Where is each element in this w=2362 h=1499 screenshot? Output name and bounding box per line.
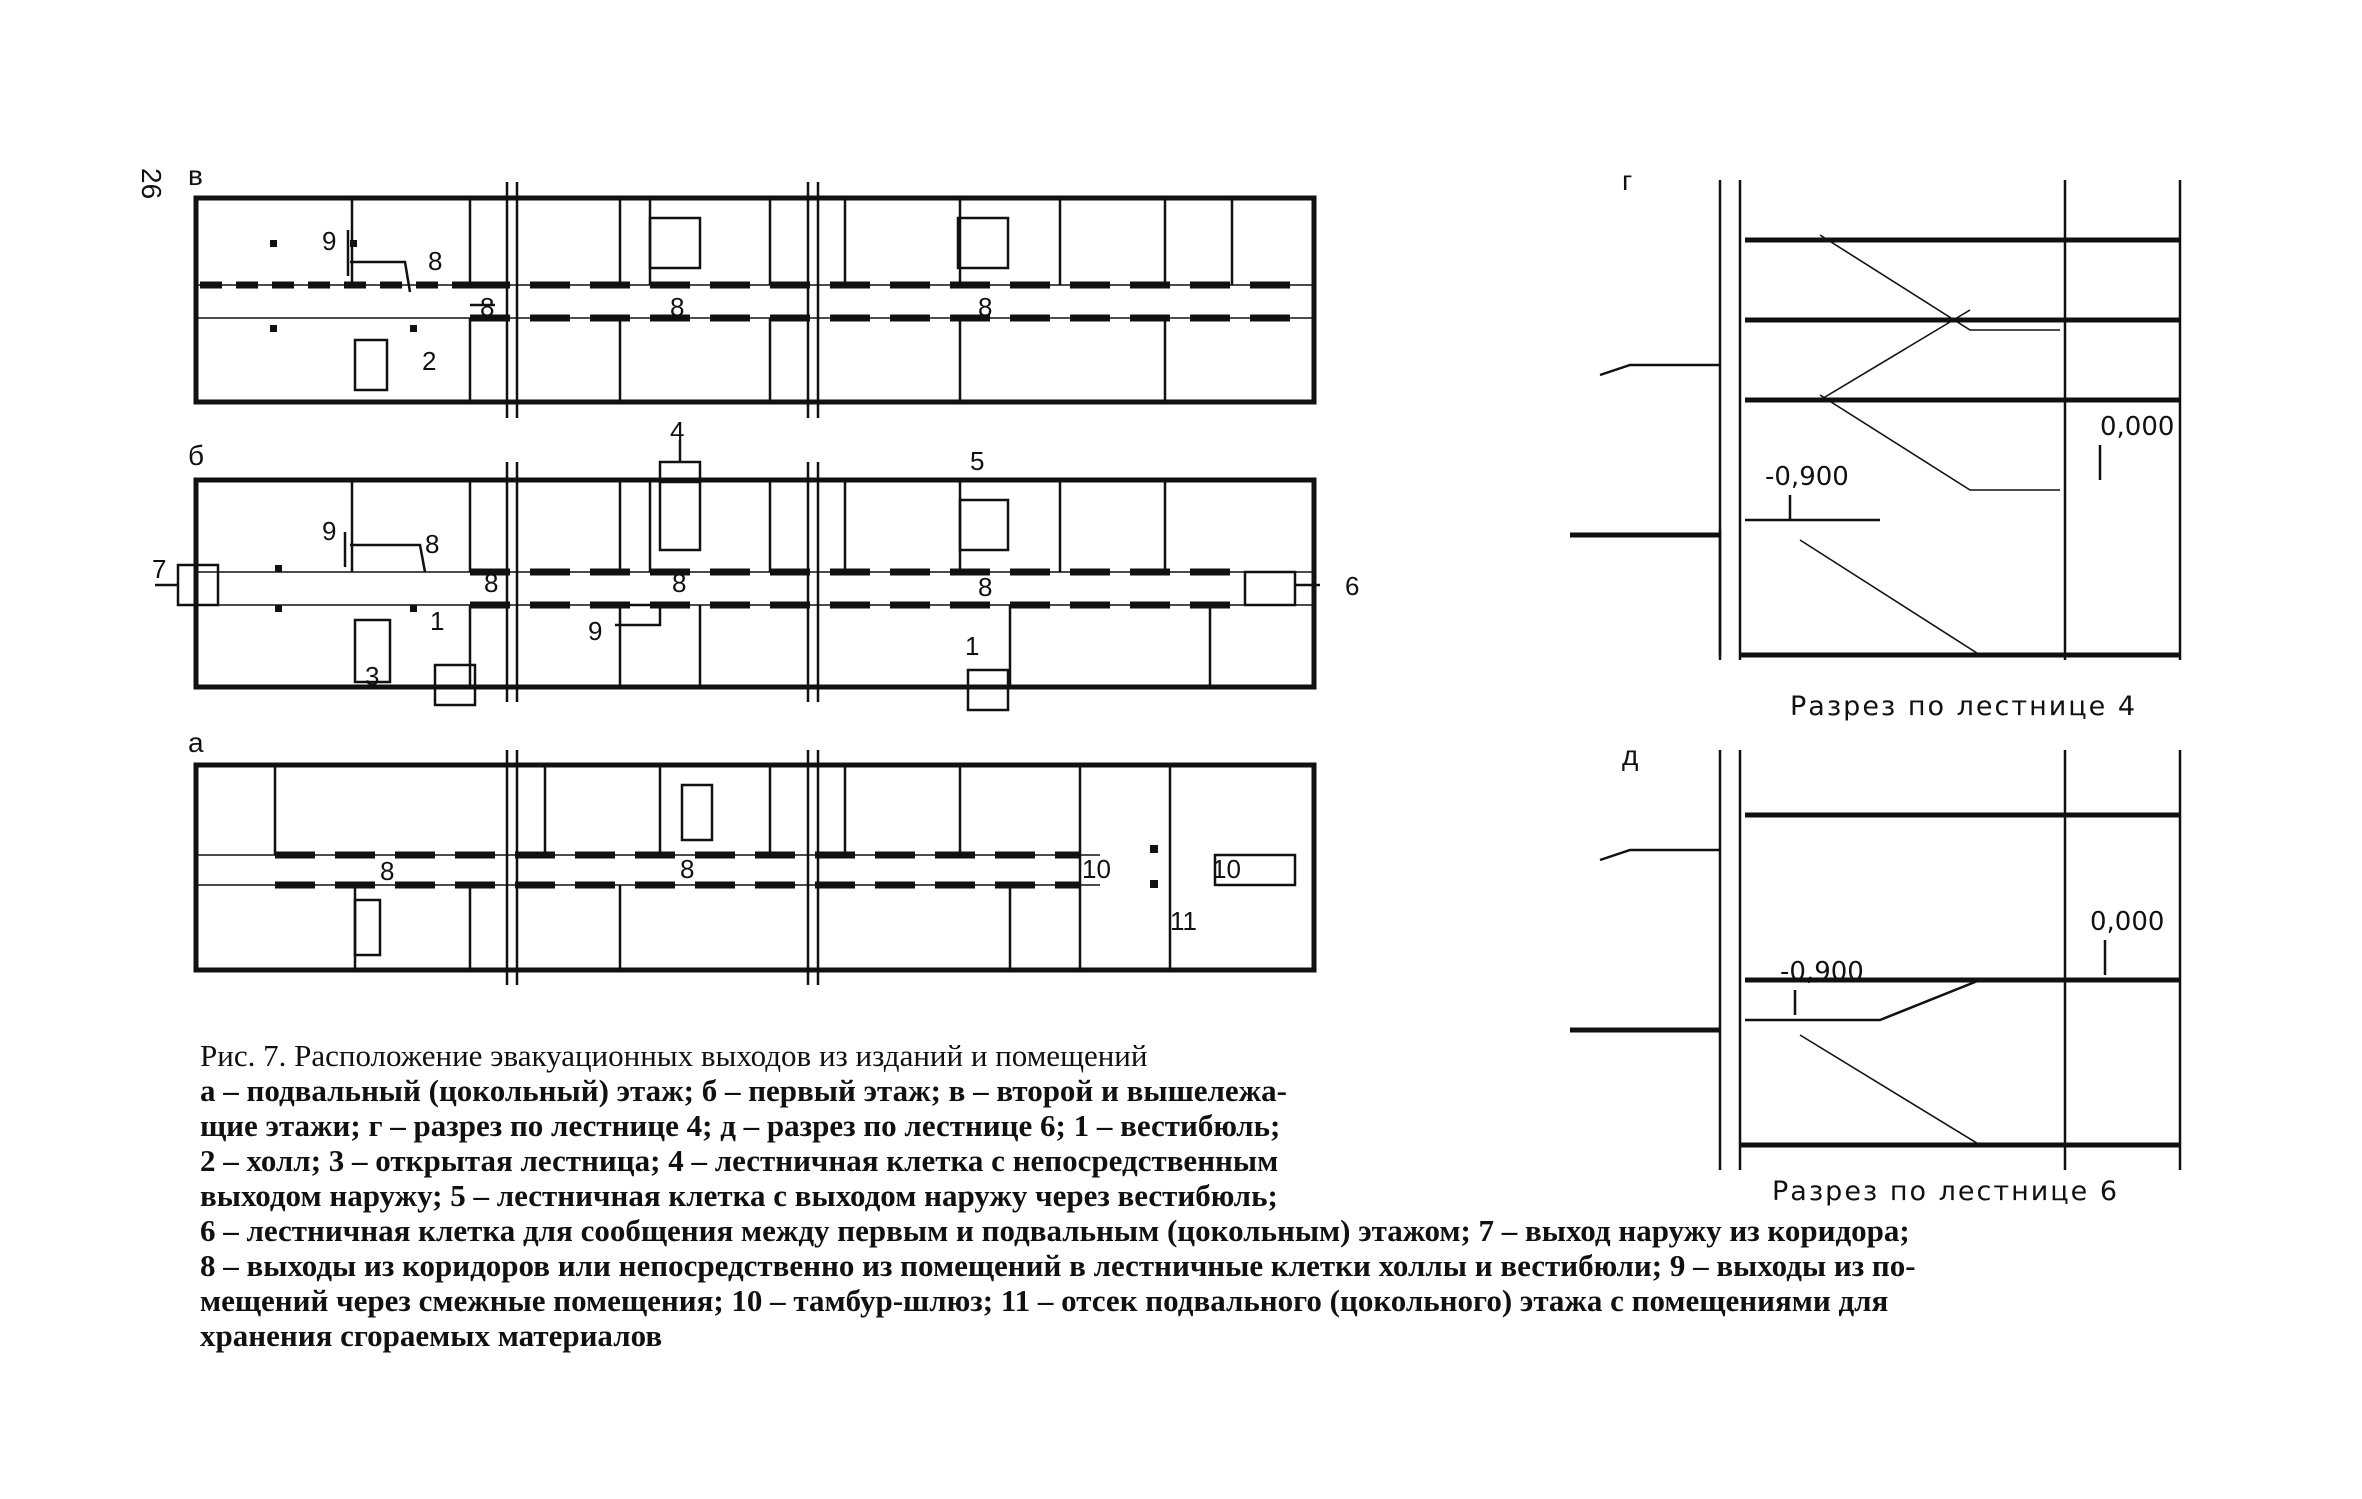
plan-b-n9a: 9 [322,516,336,546]
plan-v: в 9 [188,160,1317,418]
plan-v-n8a: 8 [428,246,442,276]
plan-v-n2: 2 [422,346,436,376]
plan-a-n8b: 8 [680,854,694,884]
plan-b-n9b: 9 [588,616,602,646]
section-d-level-zero: 0,000 [2090,907,2164,937]
plan-v-n8b: 8 [480,292,494,322]
section-d-title: Разрез по лестнице 6 [1772,1176,2119,1207]
plan-b-n4: 4 [670,416,684,446]
caption-line: 2 – холл; 3 – открытая лестница; 4 – лес… [200,1143,1279,1178]
plan-a-label: а [188,727,204,758]
caption-line: щие этажи; г – разрез по лестнице 4; д –… [200,1108,1281,1143]
caption-line: мещений через смежные помещения; 10 – та… [200,1283,1889,1318]
plan-b-n5: 5 [970,446,984,476]
caption-line: 6 – лестничная клетка для сообщения межд… [200,1213,1910,1248]
plan-a: а 8 8 10 10 11 [188,727,1317,985]
plan-a-n8a: 8 [380,856,394,886]
plan-b-n3: 3 [365,661,379,691]
plan-b: б 4 [152,416,1359,712]
section-g-level-low: -0,900 [1765,462,1849,492]
plan-v-label: в [188,160,203,191]
plan-v-n9: 9 [322,226,336,256]
plan-b-n7: 7 [152,554,166,584]
plan-b-n1b: 1 [965,631,979,661]
plan-a-n10b: 10 [1212,854,1241,884]
plan-b-n6: 6 [1345,571,1359,601]
plan-b-n8a: 8 [425,529,439,559]
caption-line: а – подвальный (цокольный) этаж; б – пер… [200,1073,1287,1108]
plan-b-label: б [188,440,204,471]
section-g-label: г [1622,165,1632,196]
plan-b-n8d: 8 [978,572,992,602]
section-g-level-zero: 0,000 [2100,412,2174,442]
plan-b-n8c: 8 [672,568,686,598]
plan-a-n11: 11 [1170,906,1197,936]
plan-a-n10a: 10 [1082,854,1111,884]
plan-v-n8c: 8 [670,292,684,322]
section-d-level-low: -0,900 [1780,957,1864,987]
plan-v-n8d: 8 [978,292,992,322]
figure-caption: Рис. 7. Расположение эвакуационных выход… [200,1038,2240,1353]
caption-line: выходом наружу; 5 – лестничная клетка с … [200,1178,1278,1213]
page-number: 26 [136,168,167,199]
section-d: д -0,900 0,000 Разрез по лестнице 6 [1570,740,2182,1207]
section-g: г -0,900 0,000 Разрез по лестнице 4 [1570,165,2182,722]
section-d-label: д [1622,740,1638,771]
section-g-title: Разрез по лестнице 4 [1790,691,2137,722]
caption-line: хранения сгораемых материалов [200,1318,663,1353]
caption-line: 8 – выходы из коридоров или непосредстве… [200,1248,1916,1283]
plan-b-n1a: 1 [430,606,444,636]
plan-b-n8b: 8 [484,568,498,598]
caption-title: Рис. 7. Расположение эвакуационных выход… [200,1038,1148,1073]
